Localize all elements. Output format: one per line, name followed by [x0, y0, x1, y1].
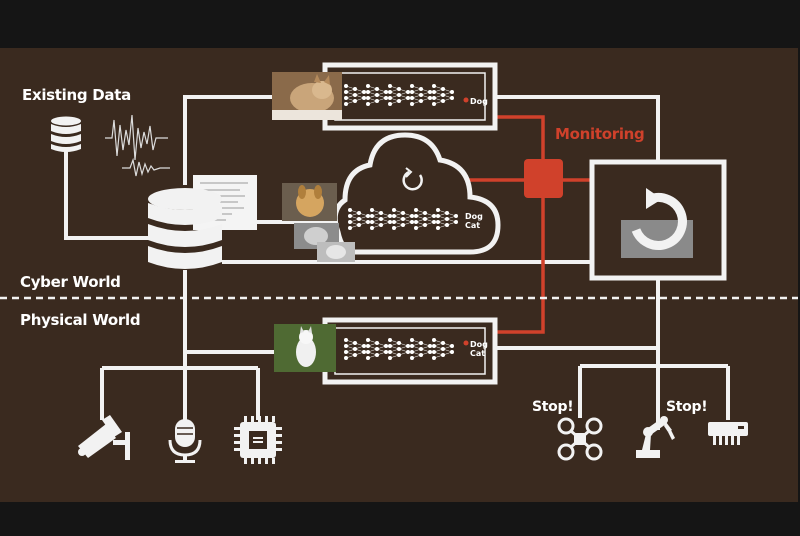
output-class: Dog [465, 212, 483, 221]
stop-label-robot: Stop! [666, 399, 708, 415]
monitoring-label: Monitoring [555, 125, 645, 143]
training-photos [282, 183, 355, 262]
drone-icon [557, 417, 603, 461]
existing-data-database-icon [51, 116, 81, 152]
stop-label-drone: Stop! [532, 399, 574, 415]
update-cycle-icon [589, 159, 727, 281]
existing-data-label: Existing Data [22, 86, 131, 104]
cat-photo [272, 72, 342, 120]
output-class: Cat [470, 349, 486, 358]
top-model-output: Dog [470, 97, 488, 106]
output-class: Cat [465, 221, 481, 230]
printer-icon [708, 422, 748, 445]
waveform-icon [105, 114, 170, 177]
refresh-icon [402, 167, 423, 191]
output-class: Dog [470, 340, 488, 349]
bottom-model [322, 317, 498, 385]
security-camera-icon [78, 415, 130, 460]
database-icon [148, 188, 222, 269]
output-class: Dog [470, 97, 488, 106]
monitor-node-icon [524, 159, 563, 198]
robot-arm-icon [636, 416, 675, 458]
dog-photo [274, 324, 336, 372]
physical-world-label: Physical World [20, 311, 141, 329]
chip-icon [234, 416, 282, 464]
cloud-model-output: Dog Cat [465, 212, 483, 230]
microphone-icon [168, 419, 202, 463]
bottom-model-output: Dog Cat [470, 340, 488, 358]
cyber-world-label: Cyber World [20, 273, 121, 291]
